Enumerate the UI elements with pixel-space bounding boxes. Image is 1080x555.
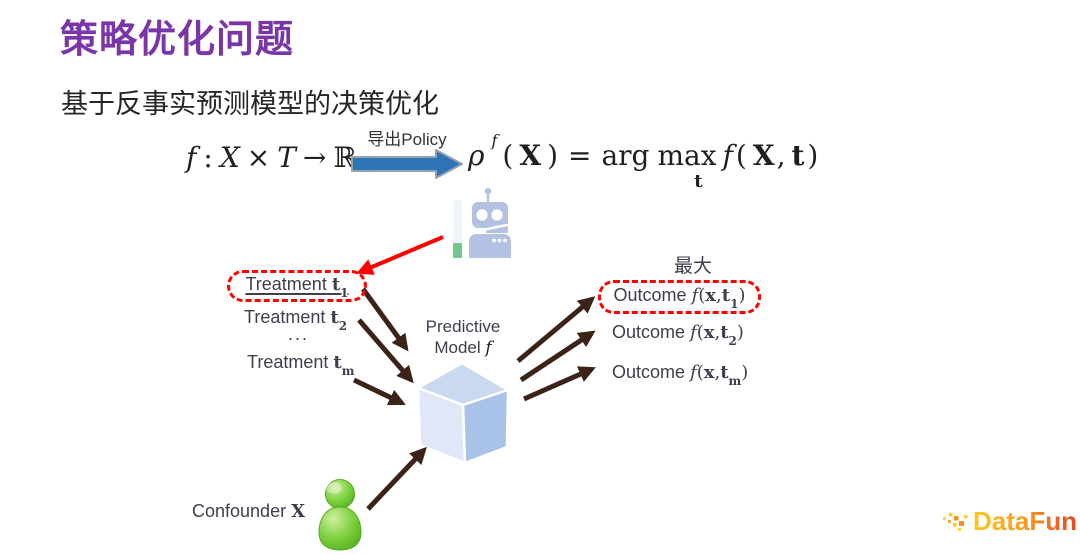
treatment-2: Treatment t2	[244, 307, 348, 333]
math-bold-t: t	[720, 362, 729, 383]
treatment-m: Treatment tm	[247, 352, 355, 378]
logo-wordmark: DataFun	[973, 506, 1077, 536]
arrow-treatmentm-to-model	[352, 377, 406, 406]
math-paren: )	[547, 139, 558, 172]
math-times: ×	[246, 141, 271, 174]
outcome-m: Outcome f(x,tm)	[612, 362, 749, 388]
math-bold-t: t	[330, 307, 339, 328]
math-comma: ,	[776, 139, 786, 172]
math-arrow: →	[302, 141, 327, 174]
arrow-treatment2-to-model	[357, 318, 414, 384]
math-bold-t: t	[721, 285, 731, 307]
treatment1-highlight-box: Treatment t1	[227, 270, 367, 302]
subscript: m	[341, 363, 355, 378]
robot-choice-arrow	[356, 235, 444, 275]
subscript: 1	[340, 285, 349, 300]
outcome-1: Outcome f(x,t1)	[613, 285, 746, 311]
treatment-1: Treatment t1	[245, 274, 349, 300]
math-equals: =	[568, 139, 592, 172]
math-bold-t: t	[720, 322, 729, 343]
math-bold-t: t	[331, 274, 341, 296]
arrow-confounder-to-model	[366, 446, 427, 511]
arrow-model-to-outcome2	[519, 330, 596, 383]
arrow-model-to-outcomem	[522, 366, 596, 402]
datafun-logo: DataFun.	[941, 506, 1080, 537]
math-f: f	[722, 139, 733, 172]
math-max: max	[657, 139, 717, 172]
math-paren: )	[736, 322, 744, 343]
math-f: f	[691, 285, 699, 307]
confounder-person-icon	[318, 479, 362, 551]
math-paren: (	[502, 139, 514, 172]
math-bold-X: X	[291, 501, 306, 522]
formula-domain: f : X × T → ℝ	[186, 141, 357, 174]
math-f: f	[186, 141, 197, 174]
arrow-treatment1-to-model	[360, 287, 409, 352]
math-paren: (	[698, 285, 706, 307]
math-comma: ,	[716, 285, 722, 307]
math-bold-X: X	[519, 139, 542, 172]
math-bold-x: x	[705, 285, 717, 307]
math-bold-x: x	[703, 322, 715, 343]
math-script-T: T	[277, 141, 296, 174]
math-paren: (	[696, 362, 704, 383]
math-bold-x: x	[703, 362, 715, 383]
math-rho-sup: f	[491, 131, 498, 150]
math-colon: :	[203, 141, 213, 174]
arrow-model-to-outcome1	[516, 296, 596, 363]
math-arg: arg	[601, 139, 650, 172]
math-reals: ℝ	[333, 141, 357, 174]
math-paren: (	[735, 139, 747, 172]
math-rho: ρ	[468, 139, 485, 172]
math-bold-X: X	[752, 139, 775, 172]
slide-subtitle: 基于反事实预测模型的决策优化	[61, 89, 439, 119]
math-bold-t: t	[791, 139, 805, 172]
math-max-sub-t: t	[694, 170, 703, 192]
logo-pixels-icon	[943, 512, 968, 531]
outcome-2: Outcome f(x,t2)	[612, 322, 744, 348]
math-f: f	[690, 362, 697, 383]
math-paren: (	[696, 322, 704, 343]
derive-policy-label: 导出Policy	[367, 130, 447, 149]
math-script-X: X	[219, 141, 240, 174]
subscript: m	[728, 373, 742, 388]
treatments-ellipsis: ...	[288, 324, 310, 344]
confounder-text: Confounder	[192, 501, 287, 521]
math-f: f	[485, 338, 492, 359]
math-f: f	[690, 322, 697, 343]
subscript: 2	[338, 318, 348, 333]
treatment-label: Treatment	[244, 307, 326, 327]
argmax-operator: arg max t	[601, 139, 716, 191]
math-bold-t: t	[333, 352, 342, 373]
math-paren: )	[807, 139, 819, 172]
confounder-label: Confounder X	[192, 501, 305, 522]
derive-policy-arrow	[351, 149, 463, 179]
outcome-label: Outcome	[613, 285, 687, 306]
subscript: 2	[728, 333, 737, 348]
math-comma: ,	[714, 322, 721, 343]
math-paren: )	[741, 362, 749, 383]
outcome1-highlight-box: Outcome f(x,t1)	[598, 280, 761, 314]
model-label-line1: Predictive	[425, 317, 501, 336]
math-comma: ,	[714, 362, 721, 383]
page-title: 策略优化问题	[60, 19, 295, 61]
math-paren: )	[738, 285, 746, 307]
robot-icon	[453, 187, 511, 258]
treatment-label: Treatment	[247, 352, 329, 372]
predictive-model-label: Predictive Model f	[405, 316, 521, 360]
subscript: 1	[730, 296, 739, 311]
outcome-label: Outcome	[612, 322, 686, 342]
max-label: 最大	[673, 256, 712, 277]
model-label-line2: Model	[434, 338, 481, 358]
outcome-label: Outcome	[612, 362, 686, 382]
treatment-label: Treatment	[245, 274, 327, 295]
predictive-model-cube-icon	[416, 361, 510, 465]
